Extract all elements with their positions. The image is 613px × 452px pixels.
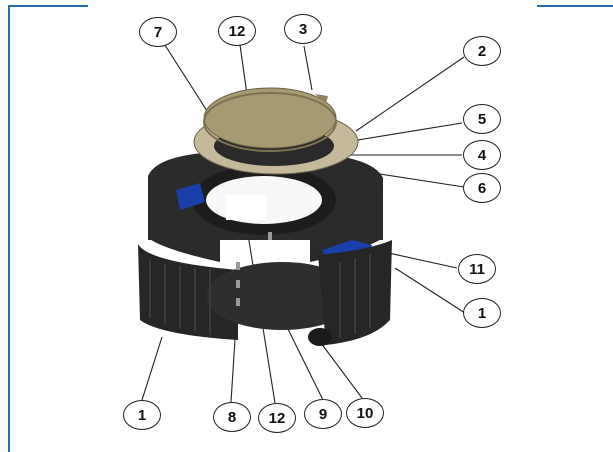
- callout-11: 11: [458, 254, 496, 284]
- callout-9: 9: [304, 399, 342, 429]
- callout-10: 10: [346, 398, 384, 428]
- callout-1-left: 1: [123, 400, 161, 430]
- callout-12-top: 12: [218, 16, 256, 46]
- upper-chamber-right-panel: [310, 178, 383, 262]
- frame-left-line: [8, 5, 10, 452]
- callout-7: 7: [139, 17, 177, 47]
- cover-lid-edge: [203, 92, 337, 152]
- callout-2: 2: [463, 36, 501, 66]
- connector-strips: [236, 232, 272, 306]
- upper-chamber-inner-highlight: [226, 195, 266, 220]
- callout-8: 8: [213, 402, 251, 432]
- lower-chamber-ribs: [149, 254, 371, 338]
- frame-top-left-line: [8, 5, 88, 7]
- callout-6: 6: [463, 173, 501, 203]
- callout-3: 3: [284, 14, 322, 44]
- frame-top-right-line: [537, 5, 613, 7]
- upper-chamber-left-panel: [148, 176, 220, 262]
- callout-12-bottom: 12: [258, 403, 296, 433]
- blue-insert-left: [176, 183, 205, 210]
- lower-chamber-left-panel: [138, 244, 238, 340]
- callout-5: 5: [463, 104, 501, 134]
- callout-1-right: 1: [463, 298, 501, 328]
- lower-chamber-notch: [204, 340, 224, 345]
- cover-lid-tab: [315, 94, 328, 104]
- lower-chamber-floor: [206, 262, 358, 330]
- callout-4: 4: [463, 140, 501, 170]
- lower-chamber-pipe-port: [308, 328, 332, 346]
- cover-lid: [203, 87, 337, 149]
